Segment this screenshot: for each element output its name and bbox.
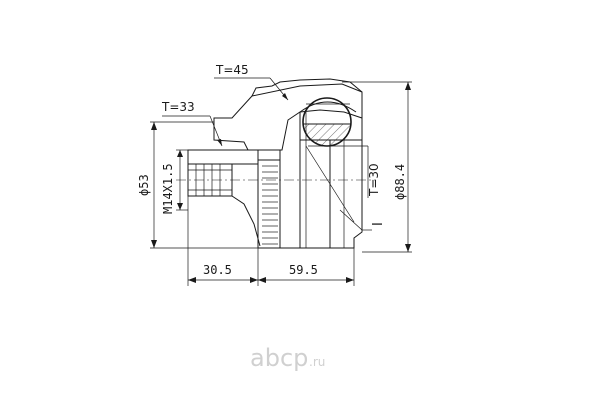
diameter-label-phi53: ϕ53 [137,174,151,196]
torque-label-t30: T=30 [367,163,381,197]
watermark-tld: .ru [309,355,325,369]
abs-tone-ring [257,159,281,249]
stub-shaft [187,149,261,247]
dim-thread [176,149,188,211]
leader-marker [339,209,372,231]
thread-label: M14X1.5 [161,163,175,214]
torque-label-t33: T=33 [161,100,195,114]
outer-bell [279,112,363,249]
watermark-brand: abcp [250,344,308,372]
dim-lengths [187,196,355,286]
dim-phi88 [342,81,412,253]
torque-label-t45: T=45 [215,63,249,77]
housing-section [213,78,363,151]
dim-phi53 [150,121,258,249]
ball-cage [299,97,357,147]
leader-t45 [214,77,289,101]
leader-t33 [162,115,223,147]
length-label-59-5: 59.5 [289,263,318,277]
length-label-30-5: 30.5 [203,263,232,277]
watermark-logo: abcp .ru [250,344,325,372]
marker-label: I [371,222,386,226]
leader-t30 [308,145,369,198]
diameter-label-phi88: ϕ88.4 [393,164,407,200]
